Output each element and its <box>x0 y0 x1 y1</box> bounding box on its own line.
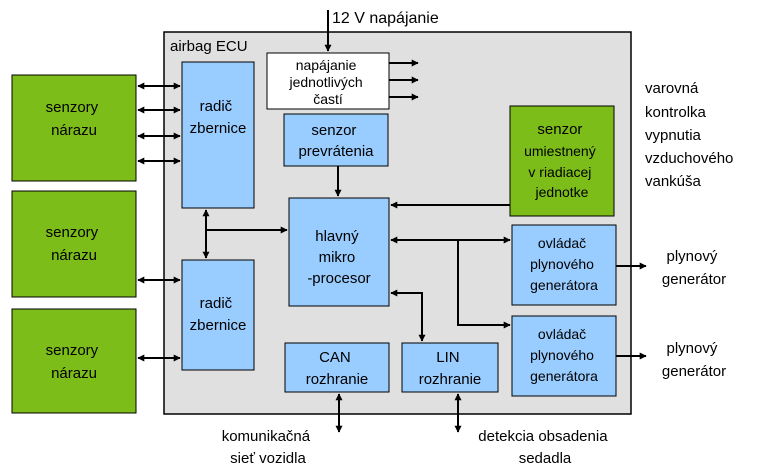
bus-controller-1-label: radič zbernice <box>190 98 247 137</box>
igniter-driver-1-label: ovládač plynového generátora <box>530 235 598 293</box>
lin-interface-label: LIN rozhranie <box>419 349 482 388</box>
bus-controller-box-1 <box>181 61 255 209</box>
gas-generator-2-label: plynový generátor <box>662 340 726 380</box>
power-distribution-box <box>266 52 390 110</box>
can-interface-label: CAN rozhranie <box>306 349 369 388</box>
crash-sensor-1-label: senzory nárazu <box>46 99 103 139</box>
crash-sensor-2-label: senzory nárazu <box>46 224 103 264</box>
crash-sensor-box-1 <box>11 74 137 182</box>
ecu-title: airbag ECU <box>170 38 248 55</box>
lin-interface-box <box>401 342 499 393</box>
warning-lamp-label: varovná kontrolka vypnutia vzduchového v… <box>645 80 738 190</box>
rollover-sensor-box <box>283 113 389 167</box>
cpu-lin-link <box>390 289 426 342</box>
power-distribution-label: napájanie jednotlivých častí <box>288 57 366 107</box>
bus-controller-box-2 <box>181 259 255 371</box>
bus-controller-2-label: radič zbernice <box>190 295 247 334</box>
power-supply-label: 12 V napájanie <box>332 10 439 27</box>
igniter-driver-box-1 <box>511 224 617 306</box>
internal-sensor-box <box>509 105 615 217</box>
can-interface-box <box>284 342 390 393</box>
main-microprocessor-label: hlavný mikro -procesor <box>307 228 370 287</box>
crash-sensor-3-label: senzory nárazu <box>46 342 103 382</box>
rollover-sensor-label: senzor prevrátenia <box>298 122 374 160</box>
crash-sensor-box-2 <box>11 190 137 298</box>
seat-occupancy-label: detekcia obsadenia sedadla <box>478 428 611 467</box>
main-microprocessor-box <box>288 197 390 307</box>
internal-sensor-label: senzor umiestnený v riadiacej jednotke <box>524 121 600 200</box>
igniter-driver-2-label: ovládač plynového generátora <box>530 326 598 384</box>
cpu-igniter2-link <box>457 240 511 329</box>
vehicle-network-label: komunikačná sieť vozidla <box>222 428 315 467</box>
crash-sensor-box-3 <box>11 308 137 414</box>
gas-generator-1-label: plynový generátor <box>662 248 726 288</box>
igniter-driver-box-2 <box>511 315 617 397</box>
